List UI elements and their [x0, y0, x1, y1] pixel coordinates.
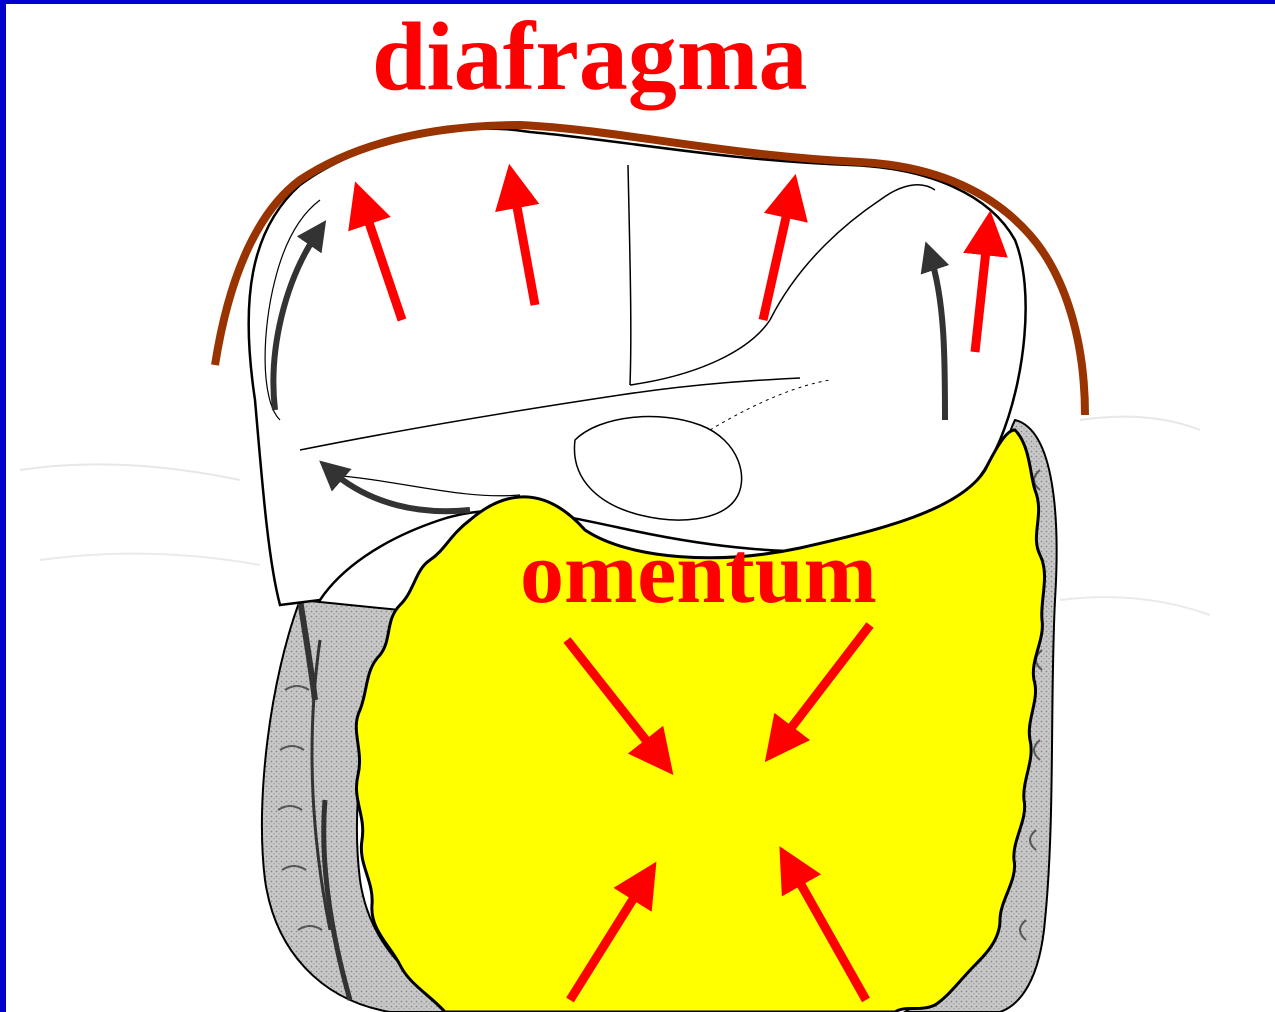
omentum-label: omentum — [520, 530, 877, 618]
diaphragm-label: diafragma — [372, 8, 808, 106]
